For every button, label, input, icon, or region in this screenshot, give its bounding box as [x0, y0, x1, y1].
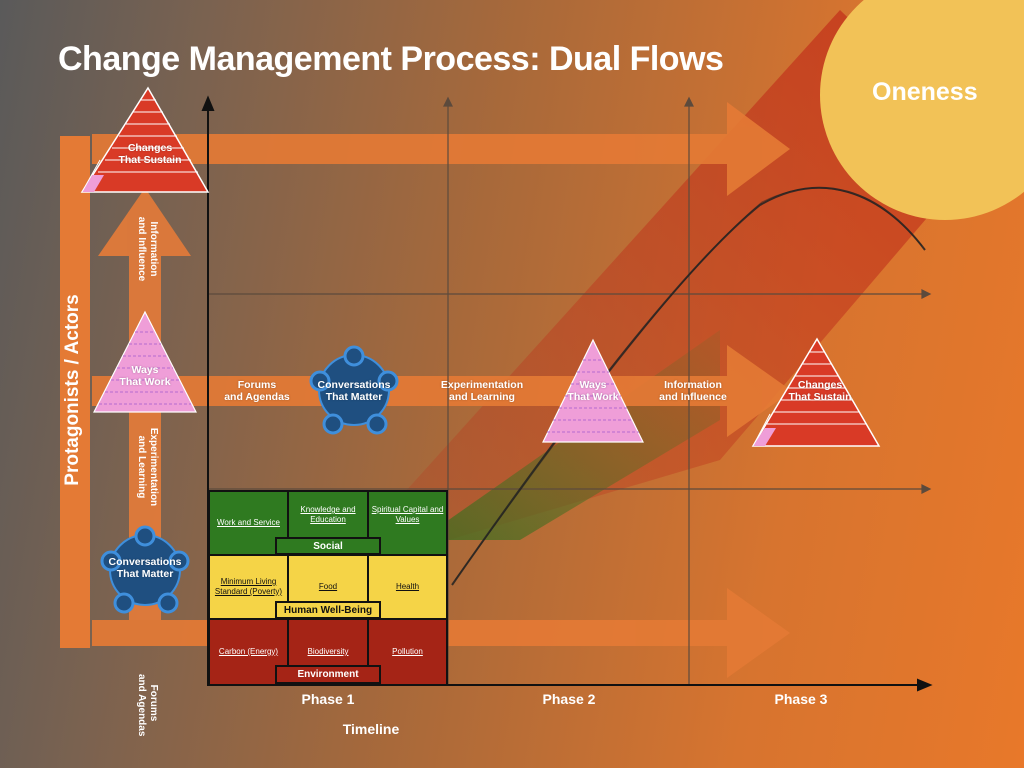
band-human-wellbeing: Human Well-Being [275, 601, 381, 619]
oneness-sun [820, 0, 1024, 220]
y-axis-label: Protagonists / Actors [62, 294, 83, 486]
band-environment: Environment [275, 665, 381, 684]
phase-2-label: Phase 2 [542, 691, 596, 707]
x-axis-label: Timeline [342, 721, 400, 737]
ways-triangle-center [542, 338, 644, 443]
red-beam [330, 10, 985, 575]
changes-triangle-right [751, 337, 881, 447]
phase-1-label: Phase 1 [301, 691, 355, 707]
ways-triangle-left [93, 310, 197, 413]
conversations-symbol-center [309, 345, 399, 435]
band-social: Social [275, 537, 381, 555]
conversations-symbol-left [100, 525, 190, 614]
protagonists-bar [60, 136, 90, 648]
oneness-label: Oneness [872, 78, 978, 106]
middle-flow-arrow [92, 345, 792, 437]
top-flow-arrow [92, 102, 790, 196]
phase-3-label: Phase 3 [774, 691, 828, 707]
page-title: Change Management Process: Dual Flows [58, 40, 724, 78]
grid-lines [208, 96, 932, 686]
changes-triangle-left [80, 86, 210, 193]
